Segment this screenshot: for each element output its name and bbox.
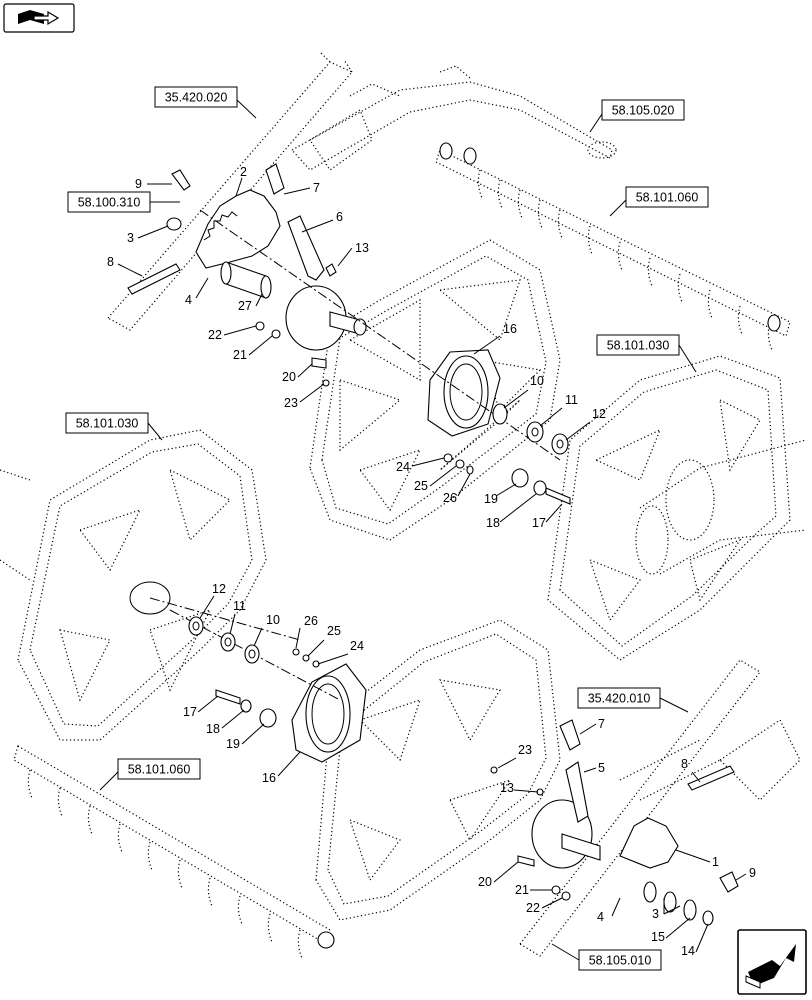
lower-cam-assembly bbox=[490, 719, 739, 926]
upper-tine-bar bbox=[435, 142, 791, 351]
callout: 21 bbox=[515, 883, 529, 897]
callout: 26 bbox=[304, 614, 318, 628]
callout: 21 bbox=[233, 348, 247, 362]
svg-text:35.420.020: 35.420.020 bbox=[165, 91, 228, 105]
svg-text:58.105.010: 58.105.010 bbox=[589, 954, 652, 968]
callout: 9 bbox=[749, 866, 756, 880]
callout: 22 bbox=[208, 328, 222, 342]
callout: 16 bbox=[262, 771, 276, 785]
next-page-arrow-icon[interactable] bbox=[737, 929, 807, 995]
callout: 14 bbox=[681, 944, 695, 958]
callout: 1 bbox=[712, 855, 719, 869]
callout: 13 bbox=[355, 241, 369, 255]
reference-58-100-310[interactable]: 58.100.310 bbox=[67, 191, 180, 213]
lower-bearing-flange bbox=[291, 663, 367, 763]
callout: 8 bbox=[681, 757, 688, 771]
svg-text:35.420.010: 35.420.010 bbox=[588, 692, 651, 706]
upper-reel-spider bbox=[309, 239, 561, 541]
callout: 7 bbox=[598, 717, 605, 731]
reference-58-101-030-right[interactable]: 58.101.030 bbox=[596, 334, 697, 373]
svg-text:58.101.030: 58.101.030 bbox=[76, 417, 139, 431]
callout: 12 bbox=[212, 582, 226, 596]
callout: 9 bbox=[135, 177, 142, 191]
callout: 17 bbox=[183, 705, 197, 719]
callout: 11 bbox=[565, 393, 578, 407]
svg-text:58.101.060: 58.101.060 bbox=[636, 191, 699, 205]
svg-text:58.101.060: 58.101.060 bbox=[128, 763, 191, 777]
svg-text:58.105.020: 58.105.020 bbox=[612, 104, 675, 118]
callout: 26 bbox=[443, 491, 457, 505]
callout: 19 bbox=[484, 492, 498, 506]
upper-frame-beam bbox=[107, 51, 617, 331]
left-drum-tube bbox=[0, 469, 301, 641]
callout: 4 bbox=[597, 910, 604, 924]
book-navigation-icon[interactable] bbox=[3, 3, 75, 33]
lower-tine-bar bbox=[13, 745, 335, 959]
callout: 20 bbox=[282, 370, 296, 384]
callout: 2 bbox=[240, 165, 247, 179]
right-drum-tube bbox=[635, 439, 807, 575]
callout-labels: 9 2 7 6 3 8 13 4 27 22 21 20 23 16 10 11… bbox=[107, 165, 756, 958]
callout: 17 bbox=[532, 516, 546, 530]
callout: 25 bbox=[414, 479, 428, 493]
reference-58-105-020[interactable]: 58.105.020 bbox=[589, 99, 685, 133]
upper-bearing-flange bbox=[427, 349, 501, 437]
callout: 24 bbox=[350, 639, 364, 653]
callout: 18 bbox=[206, 722, 220, 736]
reference-58-101-060-top[interactable]: 58.101.060 bbox=[609, 186, 709, 217]
callout: 15 bbox=[651, 930, 665, 944]
lower-shaft-washers bbox=[169, 609, 341, 728]
callout: 23 bbox=[518, 743, 532, 757]
callout: 4 bbox=[185, 293, 192, 307]
callout: 3 bbox=[652, 907, 659, 921]
callout: 22 bbox=[526, 901, 540, 915]
callout: 10 bbox=[266, 613, 280, 627]
callout: 23 bbox=[284, 396, 298, 410]
callout: 25 bbox=[327, 624, 341, 638]
lower-frame-beam bbox=[519, 659, 801, 957]
callout: 18 bbox=[486, 516, 500, 530]
callout: 6 bbox=[336, 210, 343, 224]
reference-35-420-010[interactable]: 35.420.010 bbox=[577, 687, 689, 713]
left-reel-spider bbox=[17, 429, 267, 741]
callout: 24 bbox=[396, 460, 410, 474]
reference-35-420-020[interactable]: 35.420.020 bbox=[154, 86, 257, 119]
reference-58-101-060-bottom[interactable]: 58.101.060 bbox=[99, 758, 201, 791]
lower-reel-spider bbox=[315, 619, 561, 921]
callout: 10 bbox=[530, 374, 544, 388]
upper-shaft-washers bbox=[199, 209, 571, 505]
callout: 19 bbox=[226, 737, 240, 751]
callout: 16 bbox=[503, 322, 517, 336]
reference-58-105-010[interactable]: 58.105.010 bbox=[551, 943, 662, 971]
callout: 13 bbox=[500, 781, 514, 795]
reference-58-101-030-left[interactable]: 58.101.030 bbox=[65, 412, 163, 441]
callout: 20 bbox=[478, 875, 492, 889]
callout: 27 bbox=[238, 299, 252, 313]
callout: 5 bbox=[598, 761, 605, 775]
right-reel-spider bbox=[547, 355, 791, 661]
callout: 8 bbox=[107, 255, 114, 269]
callout: 3 bbox=[127, 231, 134, 245]
callout: 7 bbox=[313, 181, 320, 195]
svg-text:58.100.310: 58.100.310 bbox=[78, 196, 141, 210]
callout: 12 bbox=[592, 407, 606, 421]
upper-cam-assembly bbox=[127, 163, 367, 387]
svg-text:58.101.030: 58.101.030 bbox=[607, 339, 670, 353]
callout: 11 bbox=[233, 599, 246, 613]
